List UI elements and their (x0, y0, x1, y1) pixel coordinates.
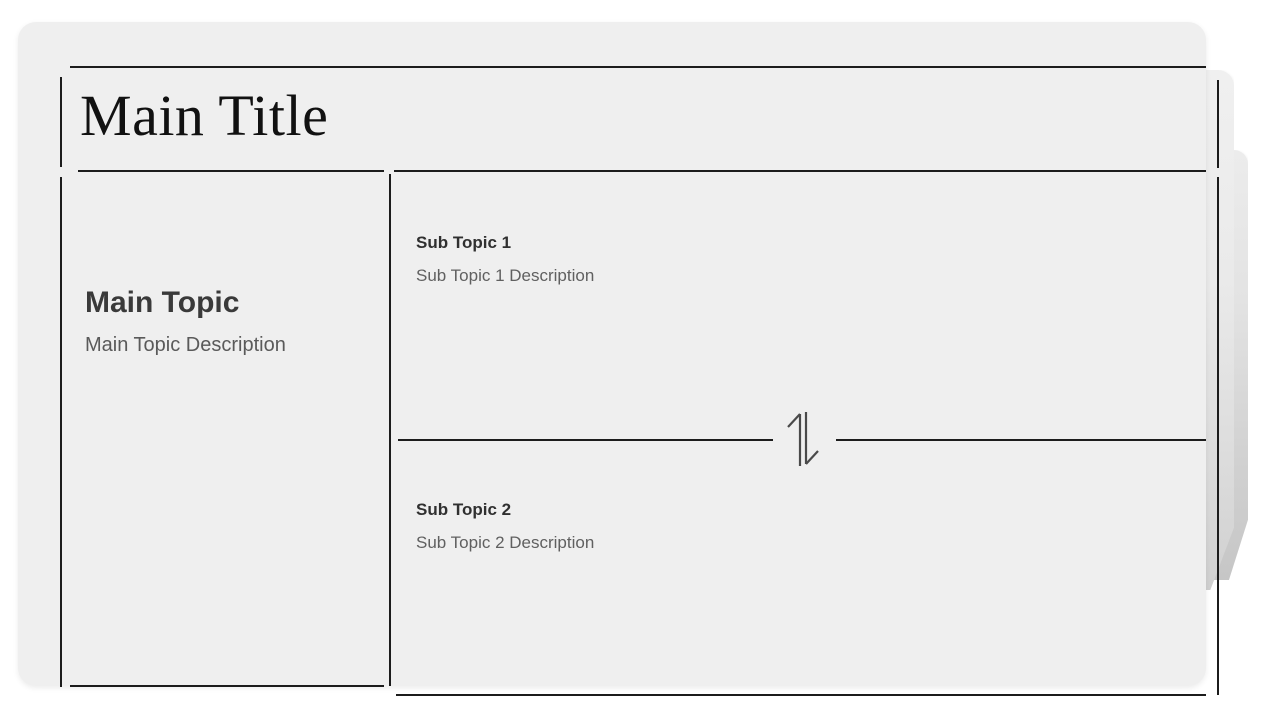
body-bottom-rule-left (70, 685, 384, 687)
up-down-arrows-icon (780, 410, 826, 468)
sub-topic-2-block[interactable]: Sub Topic 2 Sub Topic 2 Description (416, 499, 1176, 554)
main-topic-description: Main Topic Description (85, 333, 286, 356)
header-top-rule (70, 66, 1206, 68)
body-bottom-rule-right (396, 694, 1206, 696)
sub-topic-separator-rule-right (836, 439, 1206, 441)
header-bottom-rule-left (78, 170, 384, 172)
sub-topic-2-description: Sub Topic 2 Description (416, 533, 595, 553)
sub-topic-1-description: Sub Topic 1 Description (416, 266, 595, 286)
body-right-vertical-rule (1217, 177, 1219, 695)
page-title: Main Title (80, 83, 329, 148)
sub-topic-2-title: Sub Topic 2 (416, 500, 512, 519)
column-divider-vertical-rule (389, 174, 391, 686)
header-bottom-rule-right (394, 170, 1206, 172)
body-left-vertical-rule (60, 177, 62, 687)
header-left-vertical-rule (60, 77, 62, 167)
sub-topic-separator-rule-left (398, 439, 773, 441)
slide-card: Main Title Main Topic Main Topic Descrip… (18, 22, 1219, 696)
header-right-vertical-rule (1217, 80, 1219, 168)
main-topic-title: Main Topic (85, 286, 240, 319)
main-topic-block[interactable]: Main Topic Main Topic Description (85, 284, 375, 358)
sub-topic-1-title: Sub Topic 1 (416, 233, 512, 252)
sub-topic-1-block[interactable]: Sub Topic 1 Sub Topic 1 Description (416, 232, 1176, 287)
